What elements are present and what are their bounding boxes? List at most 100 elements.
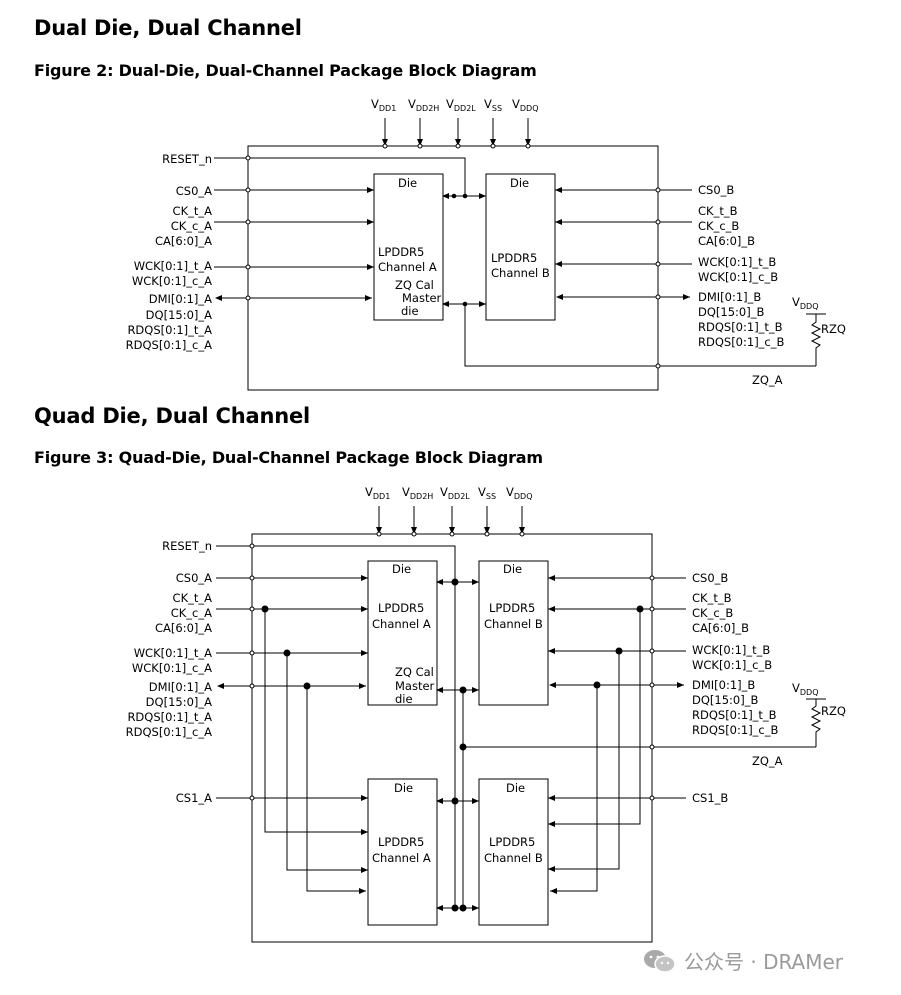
svg-text:RDQS[0:1]_c_A: RDQS[0:1]_c_A xyxy=(126,338,213,352)
supply-vss: VSS xyxy=(478,485,496,534)
zq-a-label: ZQ_A xyxy=(752,754,783,768)
supply-vdd2h: VDD2H xyxy=(402,485,433,534)
svg-text:CA[6:0]_A: CA[6:0]_A xyxy=(155,621,212,635)
figure-2-title: Figure 2: Dual-Die, Dual-Channel Package… xyxy=(34,61,537,80)
svg-text:RDQS[0:1]_c_B: RDQS[0:1]_c_B xyxy=(692,723,779,737)
svg-text:WCK[0:1]_c_A: WCK[0:1]_c_A xyxy=(132,274,212,288)
die-title: Die xyxy=(392,562,411,576)
svg-text:CS1_B: CS1_B xyxy=(692,791,728,805)
die-top-channel-a xyxy=(367,560,438,706)
die-bottom-channel-a xyxy=(367,778,438,926)
svg-text:RDQS[0:1]_t_A: RDQS[0:1]_t_A xyxy=(127,323,212,337)
svg-text:VDDQ: VDDQ xyxy=(512,97,539,113)
svg-text:DQ[15:0]_B: DQ[15:0]_B xyxy=(698,305,764,319)
svg-text:CK_t_A: CK_t_A xyxy=(173,204,213,218)
supply-vdd2h: VDD2H xyxy=(408,97,439,146)
svg-text:VSS: VSS xyxy=(484,97,502,113)
svg-text:DMI[0:1]_B: DMI[0:1]_B xyxy=(698,290,761,304)
die-title: Die xyxy=(506,781,525,795)
section-heading-dual-die: Dual Die, Dual Channel xyxy=(34,16,302,40)
die-a-channel: Channel A xyxy=(378,260,437,274)
svg-text:WCK[0:1]_t_A: WCK[0:1]_t_A xyxy=(134,259,212,273)
svg-text:WCK[0:1]_c_A: WCK[0:1]_c_A xyxy=(132,661,212,675)
die-top-channel-b xyxy=(478,560,549,706)
die-b-title: Die xyxy=(510,176,529,190)
die-channel: Channel A xyxy=(372,617,431,631)
vddq-label-fig2: VDDQ xyxy=(792,295,819,311)
right-signal-labels: CS0_B CK_t_B CK_c_B CA[6:0]_B WCK[0:1]_t… xyxy=(692,571,779,805)
zq-a-label: ZQ_A xyxy=(752,373,783,387)
left-signal-labels: RESET_n CS0_A CK_t_A CK_c_A CA[6:0]_A WC… xyxy=(126,539,213,805)
svg-text:DQ[15:0]_A: DQ[15:0]_A xyxy=(146,308,212,322)
rzq-label: RZQ xyxy=(821,704,846,718)
svg-text:CK_c_A: CK_c_A xyxy=(171,219,212,233)
svg-text:WCK[0:1]_c_B: WCK[0:1]_c_B xyxy=(698,270,778,284)
svg-text:WCK[0:1]_t_B: WCK[0:1]_t_B xyxy=(692,643,770,657)
svg-text:VDD2H: VDD2H xyxy=(408,97,439,113)
die-channel-b xyxy=(485,173,556,321)
left-signal-labels: RESET_n CS0_A CK_t_A CK_c_A CA[6:0]_A WC… xyxy=(126,152,213,352)
zq-cal-label: ZQ Cal xyxy=(395,665,434,679)
svg-text:CA[6:0]_B: CA[6:0]_B xyxy=(698,234,755,248)
package-outline xyxy=(247,145,659,391)
svg-text:CA[6:0]_B: CA[6:0]_B xyxy=(692,621,749,635)
svg-text:CS1_A: CS1_A xyxy=(176,791,212,805)
svg-text:CK_t_B: CK_t_B xyxy=(692,591,732,605)
die-label: LPDDR5 xyxy=(489,601,535,615)
figure-2-diagram: VDD1 VDD2H VDD2L VSS VDDQ Die LPDDR5 Cha… xyxy=(126,97,846,391)
die-bottom-channel-b xyxy=(478,778,549,926)
supply-vdd1: VDD1 xyxy=(365,485,390,534)
supply-vddq: VDDQ xyxy=(506,485,533,534)
svg-text:DMI[0:1]_A: DMI[0:1]_A xyxy=(149,292,212,306)
figure-3-diagram: VDD1 VDD2H VDD2L VSS VDDQ Die LPDDR5 Cha… xyxy=(126,485,846,943)
die-channel-a xyxy=(373,173,444,321)
svg-text:DMI[0:1]_B: DMI[0:1]_B xyxy=(692,678,755,692)
die-channel: Channel B xyxy=(484,851,543,865)
wechat-icon xyxy=(644,949,676,973)
die-label: LPDDR5 xyxy=(378,835,424,849)
die-label: LPDDR5 xyxy=(489,835,535,849)
svg-text:RDQS[0:1]_t_A: RDQS[0:1]_t_A xyxy=(127,710,212,724)
svg-text:DMI[0:1]_A: DMI[0:1]_A xyxy=(149,680,212,694)
svg-text:WCK[0:1]_t_B: WCK[0:1]_t_B xyxy=(698,255,776,269)
svg-text:CS0_A: CS0_A xyxy=(176,184,212,198)
svg-text:VDDQ: VDDQ xyxy=(506,485,533,501)
supply-vdd2l: VDD2L xyxy=(440,485,470,534)
svg-text:CS0_B: CS0_B xyxy=(698,183,734,197)
svg-text:DQ[15:0]_A: DQ[15:0]_A xyxy=(146,695,212,709)
svg-text:CK_c_B: CK_c_B xyxy=(692,606,733,620)
svg-text:VSS: VSS xyxy=(478,485,496,501)
zq-master-label: Master xyxy=(395,679,435,693)
svg-text:CK_c_A: CK_c_A xyxy=(171,606,212,620)
die-title: Die xyxy=(503,562,522,576)
svg-text:RDQS[0:1]_c_B: RDQS[0:1]_c_B xyxy=(698,335,785,349)
svg-text:RESET_n: RESET_n xyxy=(162,539,212,553)
die-a-label: LPDDR5 xyxy=(378,245,424,259)
svg-text:CA[6:0]_A: CA[6:0]_A xyxy=(155,234,212,248)
rzq-resistor xyxy=(810,699,822,747)
svg-text:CK_t_A: CK_t_A xyxy=(173,591,213,605)
die-label: LPDDR5 xyxy=(378,601,424,615)
watermark: 公众号 · DRAMer xyxy=(642,946,843,975)
supply-vdd1: VDD1 xyxy=(371,97,396,146)
rzq-label: RZQ xyxy=(821,322,846,336)
watermark-text: 公众号 · DRAMer xyxy=(684,950,844,974)
svg-text:VDD1: VDD1 xyxy=(371,97,396,113)
svg-text:VDD2L: VDD2L xyxy=(446,97,476,113)
figure-3-title: Figure 3: Quad-Die, Dual-Channel Package… xyxy=(34,448,543,467)
svg-text:RDQS[0:1]_t_B: RDQS[0:1]_t_B xyxy=(698,320,783,334)
zq-die-label: die xyxy=(395,692,413,706)
supply-vddq: VDDQ xyxy=(512,97,539,146)
section-heading-quad-die: Quad Die, Dual Channel xyxy=(34,404,311,428)
zq-die-label: die xyxy=(401,304,419,318)
svg-text:CS0_B: CS0_B xyxy=(692,571,728,585)
svg-text:RDQS[0:1]_c_A: RDQS[0:1]_c_A xyxy=(126,725,213,739)
zq-cal-label: ZQ Cal xyxy=(395,278,434,292)
svg-text:CK_c_B: CK_c_B xyxy=(698,219,739,233)
supply-vdd2l: VDD2L xyxy=(446,97,476,146)
die-a-title: Die xyxy=(398,176,417,190)
die-b-label: LPDDR5 xyxy=(491,251,537,265)
rzq-resistor xyxy=(810,314,822,366)
svg-text:CS0_A: CS0_A xyxy=(176,571,212,585)
